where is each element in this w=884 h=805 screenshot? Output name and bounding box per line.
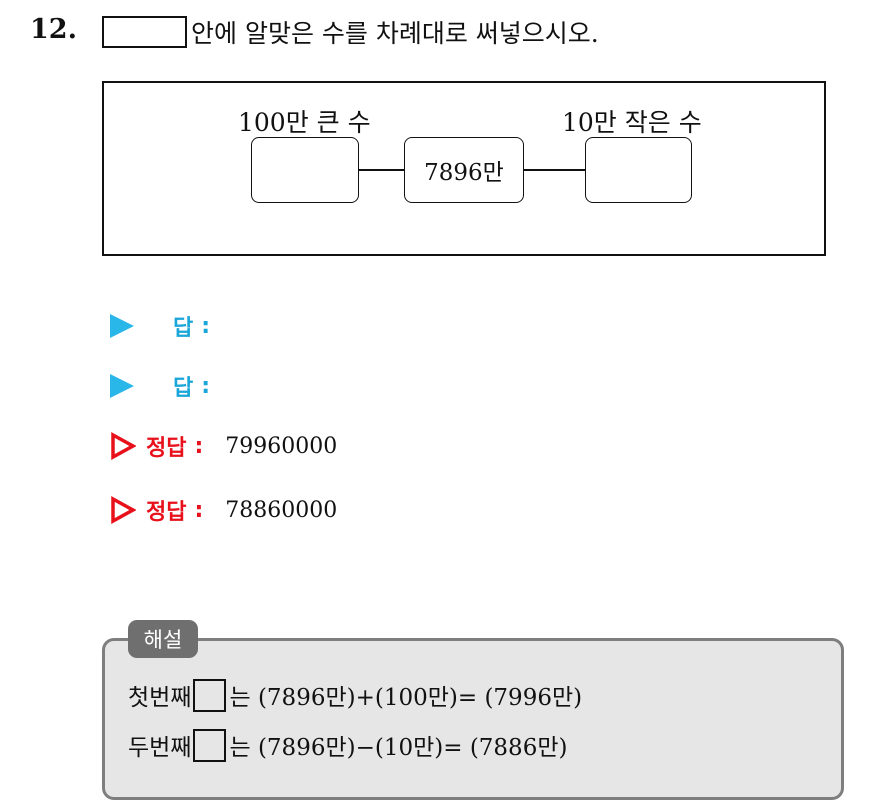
red-outline-triangle-icon <box>111 432 136 460</box>
correct-answer-row-2: 정답 : 78860000 <box>110 494 337 526</box>
answer-colon: : <box>201 313 211 339</box>
explanation-line-2: 두번째 는 (7896만)−(10만)= (7886만) <box>128 728 567 762</box>
correct-answer-colon: : <box>194 433 204 459</box>
right-box-label: 10만 작은 수 <box>562 108 702 137</box>
left-empty-box <box>251 137 359 203</box>
correct-answer-colon: : <box>194 497 204 523</box>
explanation-panel <box>102 638 844 800</box>
correct-answer-value: 79960000 <box>225 433 338 459</box>
center-value: 7896만 <box>424 160 504 186</box>
correct-answer-value: 78860000 <box>225 497 338 523</box>
answer-colon: : <box>201 373 211 399</box>
question-instruction-line: 안에 알맞은 수를 차례대로 써넣으시오. <box>102 14 599 50</box>
answer-label: 답 <box>173 316 194 341</box>
left-box-label: 100만 큰 수 <box>238 108 371 137</box>
explanation-text: 는 (7896만)+(100만)= (7996만) <box>229 685 583 711</box>
correct-answer-row-1: 정답 : 79960000 <box>110 430 337 462</box>
answer-blank-box <box>102 16 187 48</box>
red-outline-triangle-icon <box>111 496 136 524</box>
explanation-prefix: 두번째 <box>128 735 192 761</box>
correct-answer-label: 정답 <box>146 436 187 461</box>
blue-triangle-icon <box>110 374 134 398</box>
left-connector-line <box>359 169 404 171</box>
explanation-line-1: 첫번째 는 (7896만)+(100만)= (7996만) <box>128 678 582 712</box>
right-empty-box <box>585 137 692 203</box>
question-instruction: 안에 알맞은 수를 차례대로 써넣으시오. <box>191 19 599 48</box>
explanation-text: 는 (7896만)−(10만)= (7886만) <box>229 735 568 761</box>
answer-row-2: 답 : <box>110 370 232 402</box>
answer-label: 답 <box>173 376 194 401</box>
blue-triangle-icon <box>110 314 134 338</box>
question-number: 12. <box>30 14 77 45</box>
explanation-tab: 해설 <box>128 620 198 658</box>
explanation-blank-box <box>193 678 227 712</box>
number-diagram: 100만 큰 수 10만 작은 수 7896만 <box>102 81 826 256</box>
explanation-prefix: 첫번째 <box>128 685 192 711</box>
explanation-blank-box <box>193 728 227 762</box>
right-connector-line <box>524 169 585 171</box>
correct-answer-label: 정답 <box>146 500 187 525</box>
answer-row-1: 답 : <box>110 310 232 342</box>
center-value-box: 7896만 <box>404 137 524 203</box>
